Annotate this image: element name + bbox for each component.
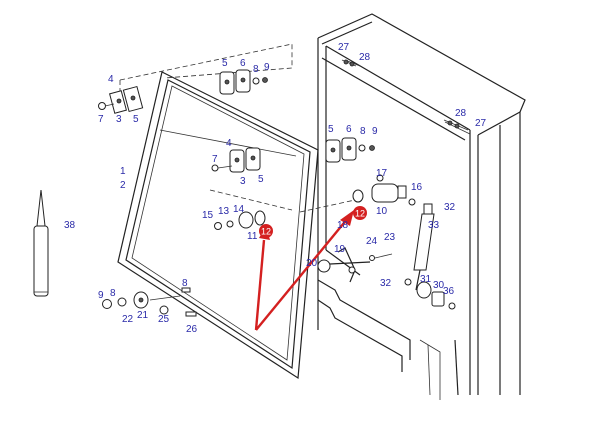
cab-frame bbox=[317, 13, 526, 400]
label-28: 28 bbox=[455, 108, 467, 119]
label-26: 26 bbox=[186, 324, 198, 335]
label-6: 6 bbox=[346, 124, 352, 135]
label-18: 18 bbox=[337, 220, 349, 231]
sealant-tube bbox=[33, 189, 49, 297]
label-8: 8 bbox=[182, 278, 188, 289]
part-labels: 1 2 4 7 3 5 5 6 8 9 4 7 3 5 5 6 8 9 27 2… bbox=[64, 42, 487, 335]
label-20: 20 bbox=[306, 258, 318, 269]
label-9: 9 bbox=[264, 62, 270, 73]
label-27: 27 bbox=[338, 42, 350, 53]
label-2: 2 bbox=[120, 180, 126, 191]
label-32: 32 bbox=[444, 202, 456, 213]
label-9: 9 bbox=[372, 126, 378, 137]
label-24: 24 bbox=[366, 236, 378, 247]
middle-hinge bbox=[211, 137, 375, 173]
label-5: 5 bbox=[222, 58, 228, 69]
label-5: 5 bbox=[258, 174, 264, 185]
label-19: 19 bbox=[334, 244, 346, 255]
label-9: 9 bbox=[98, 290, 104, 301]
door-panel bbox=[117, 71, 319, 380]
top-hinge bbox=[98, 69, 268, 114]
label-17: 17 bbox=[376, 168, 388, 179]
label-13: 13 bbox=[218, 206, 230, 217]
label-15: 15 bbox=[202, 210, 214, 221]
label-25: 25 bbox=[158, 314, 170, 325]
label-30: 30 bbox=[433, 280, 445, 291]
label-22: 22 bbox=[122, 314, 134, 325]
label-36: 36 bbox=[443, 286, 455, 297]
label-32: 32 bbox=[380, 278, 392, 289]
label-16: 16 bbox=[411, 182, 423, 193]
svg-text:12: 12 bbox=[355, 209, 365, 219]
label-8: 8 bbox=[253, 64, 259, 75]
label-4: 4 bbox=[108, 74, 114, 85]
label-14: 14 bbox=[233, 204, 245, 215]
label-3: 3 bbox=[240, 176, 246, 187]
bottom-hinge bbox=[102, 287, 197, 317]
callout-12-right: 12 bbox=[353, 206, 367, 220]
label-21: 21 bbox=[137, 310, 149, 321]
label-8: 8 bbox=[360, 126, 366, 137]
label-5: 5 bbox=[328, 124, 334, 135]
label-23: 23 bbox=[384, 232, 396, 243]
label-8: 8 bbox=[110, 288, 116, 299]
label-28: 28 bbox=[359, 52, 371, 63]
label-4: 4 bbox=[226, 138, 232, 149]
label-5: 5 bbox=[133, 114, 139, 125]
label-33: 33 bbox=[428, 220, 440, 231]
label-7: 7 bbox=[212, 154, 218, 165]
label-27: 27 bbox=[475, 118, 487, 129]
fastener-outline bbox=[209, 189, 356, 213]
roof-pins bbox=[341, 59, 469, 131]
callout-12-left: 12 bbox=[259, 224, 273, 238]
strut-assembly bbox=[214, 174, 456, 310]
label-38: 38 bbox=[64, 220, 76, 231]
label-11: 11 bbox=[247, 231, 258, 242]
label-10: 10 bbox=[376, 206, 388, 217]
label-6: 6 bbox=[240, 58, 246, 69]
hinge-outline bbox=[119, 43, 293, 108]
label-7: 7 bbox=[98, 114, 104, 125]
label-3: 3 bbox=[116, 114, 122, 125]
label-31: 31 bbox=[420, 274, 432, 285]
label-1: 1 bbox=[120, 166, 126, 177]
svg-text:12: 12 bbox=[261, 227, 271, 237]
